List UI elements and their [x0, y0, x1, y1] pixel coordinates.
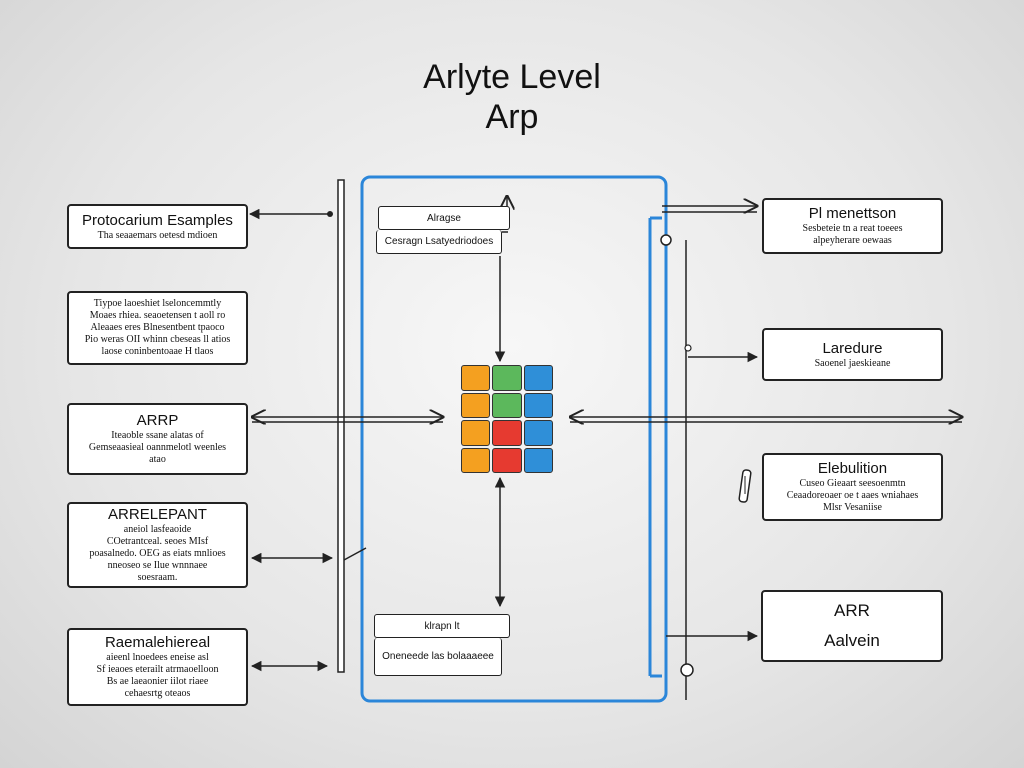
box-raemalehiereal: Raemalehiereal aieenl lnoedees eneise as… — [67, 628, 248, 706]
box-line: Sf ieaoes eterailt atrmaoelloon — [96, 664, 219, 675]
diagram-title-line2: Arp — [485, 98, 539, 136]
box-arrp: ARRP Iteaoble ssane alatas of Gemseaasie… — [67, 403, 248, 475]
box-title: Pl menettson — [808, 205, 897, 222]
box-line: laose coninbentoaae H tlaos — [101, 346, 214, 357]
box-line: alpeyherare oewaas — [813, 235, 892, 246]
left-bus — [337, 179, 345, 673]
box-typology-notes: Tiypoe laoeshiet lseloncemmtly Moaes rhi… — [67, 291, 248, 365]
box-line: Sesbeteie tn a reat toeees — [802, 223, 903, 234]
grid-cell-2-0 — [461, 420, 491, 446]
box-line: Bs ae laeaonier iilot riaee — [106, 676, 209, 687]
box-line: nneoseo se Ilue wnnnaee — [107, 560, 208, 571]
pen-icon — [738, 469, 752, 503]
center-top-label: Alragse — [378, 206, 510, 230]
box-pl-menettson: Pl menettson Sesbeteie tn a reat toeees … — [762, 198, 943, 254]
box-line: Cuseo Gieaart seesoenmtn — [799, 478, 906, 489]
diagram-title-line1: Arlyte Level — [423, 58, 601, 96]
inner-sublabel: Oneneede las bolaaaeee — [382, 651, 494, 662]
box-line: Aalvein — [824, 631, 880, 650]
grid-cell-0-1 — [492, 365, 522, 391]
box-line: COetrantceal. seoes MIsf — [106, 536, 209, 547]
box-laredure: Laredure Saoenel jaeskieane — [762, 328, 943, 381]
box-title: ARRP — [136, 412, 179, 429]
box-line: Tha seaaemars oetesd mdioen — [97, 229, 218, 241]
box-line: Aleaaes eres Blnesentbent tpaoco — [90, 322, 225, 333]
box-title: Laredure — [822, 339, 883, 357]
box-line: poasalnedo. OEG as eiats mnlioes — [89, 548, 226, 559]
grid-cell-1-0 — [461, 392, 491, 418]
box-line: Tiypoe laoeshiet lseloncemmtly — [93, 298, 222, 309]
box-elebulition: Elebulition Cuseo Gieaart seesoenmtn Cea… — [762, 453, 943, 521]
box-title: Raemalehiereal — [104, 634, 211, 651]
inner-label: klrapn lt — [424, 620, 460, 632]
box-line: cehaesrtg oteaos — [124, 688, 191, 699]
center-bottom-label: klrapn lt — [374, 614, 510, 638]
grid-cell-2-2 — [523, 420, 553, 446]
box-line: soesraam. — [137, 572, 178, 583]
grid-cell-1-1 — [492, 392, 522, 418]
center-top-sublabel: Cesragn Lsatyedriodoes — [376, 230, 502, 254]
grid-cell-3-0 — [461, 447, 491, 473]
box-line: aneiol lasfeaoide — [123, 524, 192, 535]
box-line: atao — [149, 454, 166, 465]
grid-cell-2-1 — [492, 420, 522, 446]
center-frame — [360, 175, 668, 703]
box-arr: ARR Aalvein — [761, 590, 943, 662]
center-bottom-sublabel: Oneneede las bolaaaeee — [374, 638, 502, 676]
box-title: Elebulition — [817, 460, 888, 477]
box-line: Mlsr Vesaniise — [823, 502, 882, 513]
color-block-grid — [461, 365, 553, 473]
box-protocarium-esamples: Protocarium Esamples Tha seaaemars oetes… — [67, 204, 248, 249]
box-line: Saoenel jaeskieane — [814, 357, 891, 369]
inner-label: Alragse — [427, 212, 461, 224]
box-line: Pio weras OII whinn cbeseas ll atios — [84, 334, 231, 345]
box-title: ARRELEPANT — [108, 506, 207, 523]
box-title: Protocarium Esamples — [82, 211, 233, 229]
box-line: aieenl lnoedees eneise asl — [106, 652, 209, 663]
grid-cell-3-1 — [492, 447, 522, 473]
box-title: ARR — [834, 601, 870, 620]
grid-cell-0-2 — [523, 365, 553, 391]
box-line: Iteaoble ssane alatas of — [111, 430, 204, 441]
inner-sublabel: Cesragn Lsatyedriodoes — [384, 236, 494, 247]
box-line: Gemseaasieal oannmelotl weenles — [88, 442, 227, 453]
box-line: Ceaadoreoaer oe t aaes wniahaes — [786, 490, 919, 501]
box-arrelepant: ARRELEPANT aneiol lasfeaoide COetrantcea… — [67, 502, 248, 588]
grid-cell-3-2 — [523, 447, 553, 473]
grid-cell-0-0 — [461, 365, 491, 391]
box-line: Moaes rhiea. seaoetensen t aoll ro — [89, 310, 226, 321]
grid-cell-1-2 — [523, 392, 553, 418]
